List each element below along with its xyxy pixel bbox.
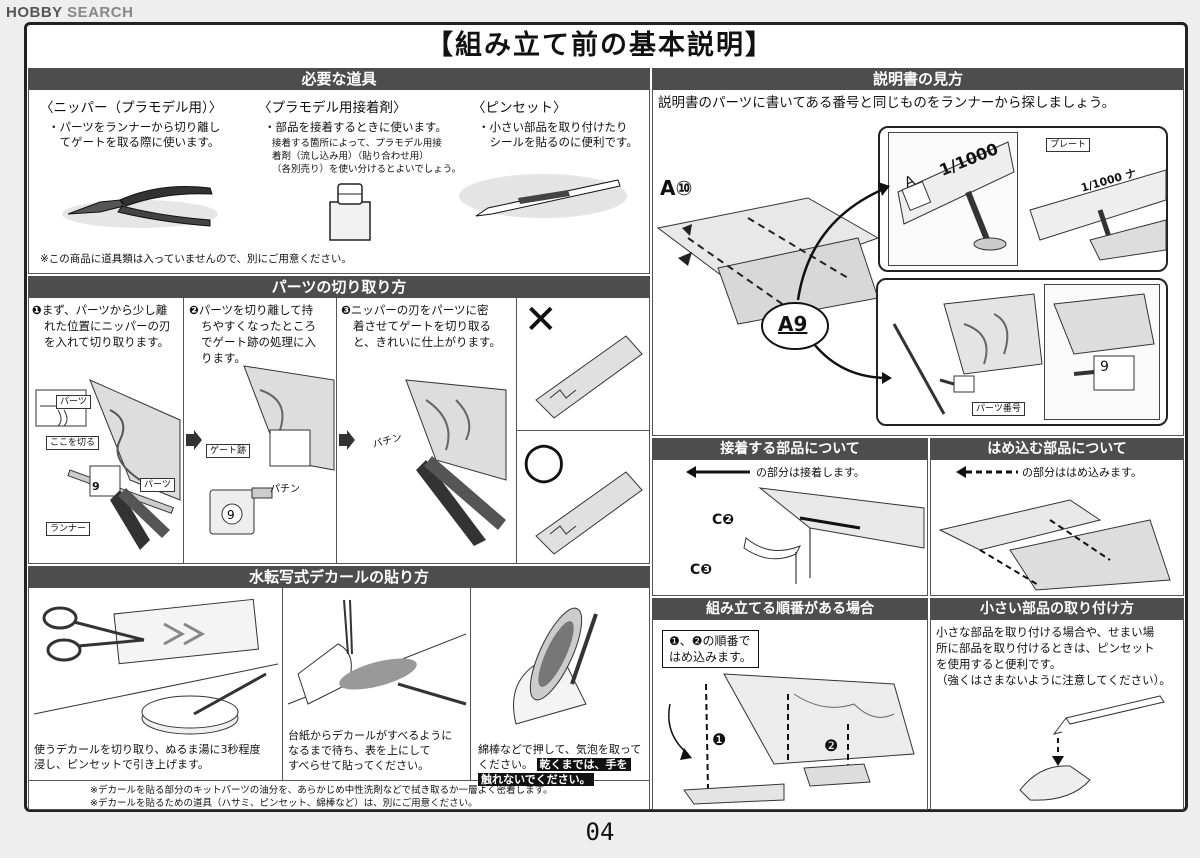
glue-c2: C❷	[712, 512, 735, 528]
cut-divider-2	[336, 298, 337, 564]
order-num-1: ❶	[712, 730, 727, 749]
cut-label-runner: ランナー	[46, 522, 91, 536]
zoom-part-illustration-2	[1053, 293, 1155, 391]
small-parts-heading: 小さい部品の取り付け方	[930, 598, 1184, 620]
cut-step-1: ❶まず、パーツから少し離れた位置にニッパーの刃を入れて切り取ります。	[32, 303, 171, 349]
parts-no-label: パーツ番号	[972, 402, 1025, 416]
decal-heading: 水転写式デカールの貼り方	[28, 566, 650, 588]
manual-parts-illustration	[656, 197, 880, 325]
decal-step-2-text: 台紙からデカールがすべるようになるまで待ち、表を上にしてすべらせて貼ってください…	[288, 729, 453, 772]
tweezers-title: 〈ピンセット〉	[472, 100, 567, 116]
watermark-brand-a: HOBBY	[6, 4, 63, 21]
cement-bottle-illustration	[329, 183, 371, 241]
svg-text:9: 9	[227, 508, 235, 522]
glue-illustration	[743, 487, 925, 584]
cutting-heading: パーツの切り取り方	[28, 276, 650, 298]
tweezers-desc: ・小さい部品を取り付けたり シールを貼るのに便利です。	[478, 120, 638, 149]
fit-desc: の部分ははめ込みます。	[1022, 466, 1142, 479]
cut-label-gate: ゲート跡	[206, 444, 251, 458]
cement-title: 〈プラモデル用接着剤〉	[258, 100, 407, 116]
fit-illustration	[938, 499, 1171, 591]
order-num-2: ❷	[824, 736, 839, 755]
decal-note-1: ※デカールを貼る部分のキットパーツの油分を、あらかじめ中性洗剤などで拭き取るか一…	[90, 785, 553, 796]
cut-label-cut-here: ここを切る	[46, 436, 100, 450]
part-digit: 9	[1100, 359, 1109, 375]
decal-divider-2	[470, 588, 471, 780]
zoom-plate-illustration-2	[1029, 169, 1167, 261]
zoom-plate-illustration	[897, 141, 1015, 251]
dashed-arrow-icon	[956, 466, 1018, 478]
decal-step-1-illustration	[33, 598, 279, 735]
cut-step-3-illustration	[405, 379, 507, 546]
decal-step-1-text: 使うデカールを切り取り、ぬるま湯に3秒程度浸し、ピンセットで引き上げます。	[34, 743, 261, 771]
solid-arrow-icon	[686, 466, 750, 478]
tweezers-illustration	[459, 174, 627, 218]
order-box: ❶、❷の順番ではめ込みます。	[662, 630, 759, 668]
wrong-mark-icon: ✕	[524, 297, 558, 343]
callout-curve-2	[813, 343, 892, 384]
tools-footnote: ※この商品に道具類は入っていませんので、別にご用意ください。	[40, 253, 352, 265]
order-heading: 組み立てる順番がある場合	[652, 598, 928, 620]
cut-label-snap-1: パチン	[270, 484, 300, 495]
decal-divider-3	[28, 780, 650, 781]
plate-label: プレート	[1046, 138, 1091, 152]
cut-label-parts-2: パーツ	[140, 478, 175, 492]
glue-heading: 接着する部品について	[652, 438, 928, 460]
nipper-illustration	[62, 186, 218, 228]
right-mark-icon: ○	[522, 431, 566, 489]
manual-heading: 説明書の見方	[652, 68, 1184, 90]
glue-desc: の部分は接着します。	[756, 466, 865, 479]
arrow-right-icon	[339, 430, 355, 450]
arrow-right-icon	[186, 430, 202, 450]
callout-curve	[796, 182, 890, 301]
decal-divider-1	[282, 588, 283, 780]
wrong-cut-illustration	[535, 335, 643, 419]
cut-step-2-illustration: 9	[209, 365, 335, 535]
label-a10: A⑩	[660, 176, 693, 200]
decal-note-2: ※デカールを貼るための道具（ハサミ、ピンセット、綿棒など）は、別にご用意ください…	[90, 798, 478, 809]
fit-heading: はめ込む部品について	[930, 438, 1184, 460]
cement-note: 接着する箇所によって、プラモデル用接着剤（流し込み用）（貼り合わせ用）（各別売り…	[272, 138, 462, 175]
cement-desc: ・部品を接着するときに使います。	[264, 120, 447, 134]
cut-divider-1	[183, 298, 184, 564]
cut-divider-3	[516, 298, 517, 564]
cut-label-parts: パーツ	[56, 395, 91, 409]
decal-step-2-illustration	[287, 599, 467, 706]
nipper-desc: ・パーツをランナーから切り離し てゲートを取る際に使います。	[48, 120, 221, 149]
cut-divider-4	[516, 430, 650, 431]
watermark: HOBBY SEARCH	[6, 4, 133, 21]
watermark-brand-b: SEARCH	[67, 4, 134, 21]
decal-step-3-illustration	[513, 607, 598, 725]
label-a9-bubble	[761, 302, 829, 350]
right-cut-illustration	[535, 471, 643, 555]
cut-step-3: ❸ニッパーの刃をパーツに密着させてゲートを切り取ると、きれいに仕上がります。	[341, 303, 501, 349]
glue-c3: C❸	[690, 562, 713, 578]
page-title: 【組み立て前の基本説明】	[426, 30, 774, 61]
page-number: 04	[585, 818, 615, 846]
zoom-part-illustration	[892, 293, 1043, 415]
cut-part-no: 9	[92, 480, 100, 493]
small-parts-illustration	[1019, 695, 1165, 801]
small-parts-desc: 小さな部品を取り付ける場合や、せまい場所に部品を取り付けるときは、ピンセットを使…	[936, 625, 1171, 687]
label-a9: A9	[778, 312, 808, 336]
cut-step-2: ❷パーツを切り離して持ちやすくなったところでゲート跡の処理に入ります。	[189, 303, 316, 365]
manual-desc: 説明書のパーツに書いてある番号と同じものをランナーから探しましょう。	[658, 95, 1116, 111]
order-illustration	[668, 673, 915, 805]
tools-heading: 必要な道具	[28, 68, 650, 90]
decal-step-3-text: 綿棒などで押して、気泡を取って ください。 乾くまでは、手を 触れないでください…	[478, 743, 642, 786]
nipper-title: 〈ニッパー（プラモデル用）〉	[40, 100, 223, 116]
